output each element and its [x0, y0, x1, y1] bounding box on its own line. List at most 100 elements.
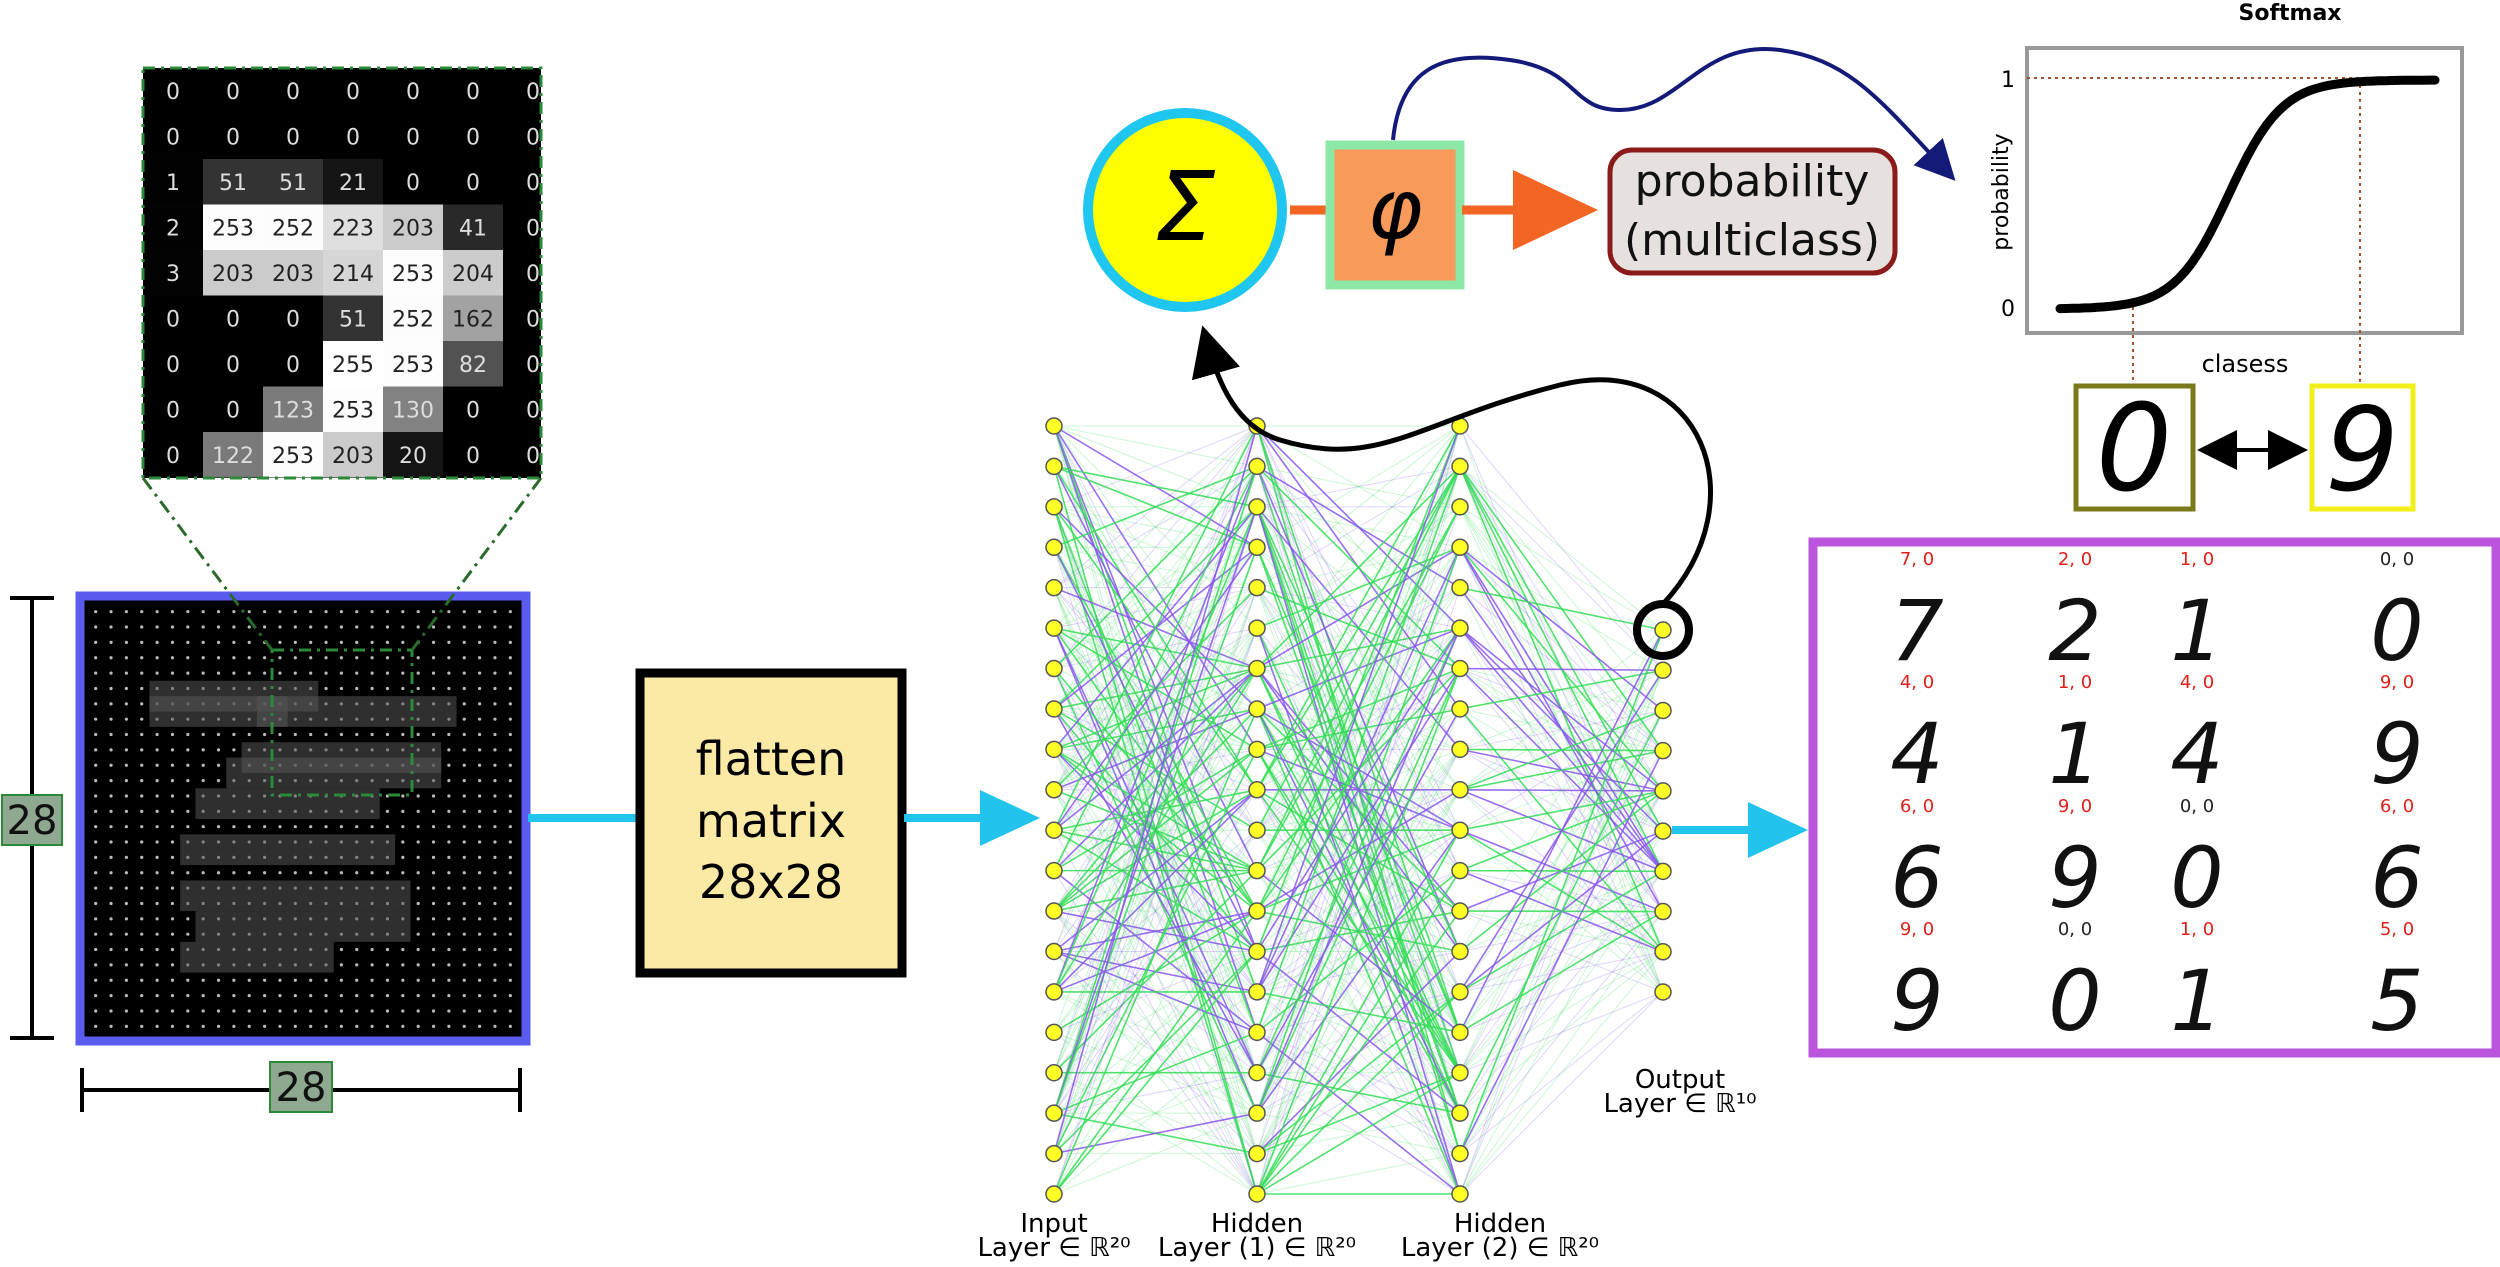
pixel-dot — [401, 809, 405, 813]
network-edge — [1459, 546, 1664, 712]
pixel-dot — [247, 610, 251, 614]
pixel-dot — [278, 871, 282, 875]
pixel-dot — [216, 625, 221, 629]
pixel-dot — [140, 686, 144, 691]
network-edge — [1459, 629, 1664, 952]
softmax-ylabel: probability — [1989, 133, 2014, 250]
neuron — [1451, 781, 1469, 799]
pixel-dot — [508, 794, 512, 798]
pixel-dot — [431, 994, 436, 998]
network-edge — [1053, 1072, 1258, 1114]
network-edge — [1053, 506, 1258, 1154]
pixel-dot — [447, 978, 451, 982]
network-edge — [1053, 506, 1258, 1033]
neuron — [1451, 942, 1469, 961]
pixel-dot — [431, 855, 436, 859]
matrix-cell — [443, 68, 503, 114]
pixel-dot — [216, 763, 221, 767]
pixel-dot — [462, 840, 466, 844]
neuron — [1248, 902, 1266, 920]
pixel-dot — [278, 1009, 282, 1013]
network-edge — [1053, 546, 1258, 1114]
network-edge — [1053, 425, 1258, 1154]
pixel-dot — [247, 978, 251, 982]
pixel-dot — [109, 901, 113, 906]
pixel-dot — [401, 1024, 405, 1028]
matrix-cell — [503, 113, 541, 159]
pixel-dot — [493, 978, 497, 982]
pixel-dot — [508, 901, 512, 906]
pixel-dot — [232, 610, 236, 614]
pixel-dot — [370, 1024, 374, 1028]
pixel-dot — [140, 825, 144, 829]
matrix-value: 0 — [166, 125, 180, 150]
pixel-dot — [431, 656, 436, 660]
network-edge — [1256, 425, 1461, 952]
softmax-ytick-0: 0 — [2001, 297, 2015, 322]
network-edge — [1459, 991, 1664, 1074]
pixel-dot — [232, 825, 236, 829]
pixel-dot — [385, 963, 390, 967]
network-edge — [1256, 829, 1461, 1195]
pixel-dot — [94, 978, 98, 982]
pixel-dot — [170, 963, 175, 967]
output-layer-label-1: Output — [1635, 1065, 1725, 1095]
pixel-dot — [401, 947, 405, 952]
pixel-dot — [278, 978, 282, 982]
matrix-cell — [263, 159, 323, 205]
matrix-cell — [383, 204, 443, 250]
pixel-dot — [263, 625, 267, 629]
pixel-dot — [140, 763, 144, 767]
pixel-dot — [232, 994, 236, 998]
matrix-cell — [143, 341, 203, 387]
pixel-dot — [140, 779, 144, 783]
pixel-dot — [170, 732, 175, 737]
pixel-dot — [186, 610, 190, 614]
network-edge — [1256, 466, 1461, 831]
pixel-dot — [170, 763, 175, 767]
pixel-dot — [462, 855, 466, 859]
pixel-dot — [170, 994, 175, 998]
pixel-dot — [216, 779, 221, 783]
pixel-dot — [462, 978, 466, 982]
pixel-dot — [109, 809, 113, 813]
prediction-label: 0, 0 — [2058, 919, 2092, 940]
softmax-plot-frame — [2025, 46, 2464, 335]
pixel-dot — [416, 932, 420, 936]
pixel-dot — [385, 978, 390, 982]
matrix-value: 51 — [339, 307, 367, 332]
pixel-dot — [508, 686, 512, 691]
orange-arrow-head — [1513, 170, 1598, 250]
pixel-dot — [355, 994, 359, 998]
pixel-dot — [385, 825, 390, 829]
pixel-dot — [478, 871, 482, 875]
matrix-value: 0 — [226, 353, 240, 378]
pixel-dot — [508, 1024, 512, 1028]
prediction-digit: 6 — [1890, 829, 1943, 927]
matrix-value: 0 — [526, 262, 540, 287]
pixel-dot — [401, 656, 405, 660]
pixel-dot — [109, 748, 113, 752]
digit-shade — [180, 941, 334, 973]
pixel-dot — [355, 671, 359, 675]
matrix-value: 0 — [466, 444, 480, 469]
network-edge — [1459, 669, 1664, 1033]
matrix-value: 51 — [219, 171, 247, 196]
pixel-dot — [401, 625, 405, 629]
pixel-dot — [186, 994, 190, 998]
input-layer-label-2: Layer ∈ ℝ²⁰ — [977, 1233, 1130, 1263]
network-edge — [1256, 425, 1461, 1154]
prediction-label: 9, 0 — [2058, 796, 2092, 817]
pixel-dot — [431, 840, 436, 844]
pixel-dot — [401, 978, 405, 982]
pixel-dot — [94, 610, 98, 614]
neuron — [1045, 942, 1063, 961]
network-edge — [1053, 466, 1258, 710]
pixel-dot — [508, 717, 512, 721]
pixel-dot — [447, 840, 451, 844]
network-edge — [1459, 710, 1664, 1195]
pixel-dot — [232, 748, 236, 752]
softmax-xlabel: clasess — [2202, 350, 2289, 378]
pixel-dot — [309, 640, 313, 644]
network-edge — [1459, 951, 1664, 1033]
